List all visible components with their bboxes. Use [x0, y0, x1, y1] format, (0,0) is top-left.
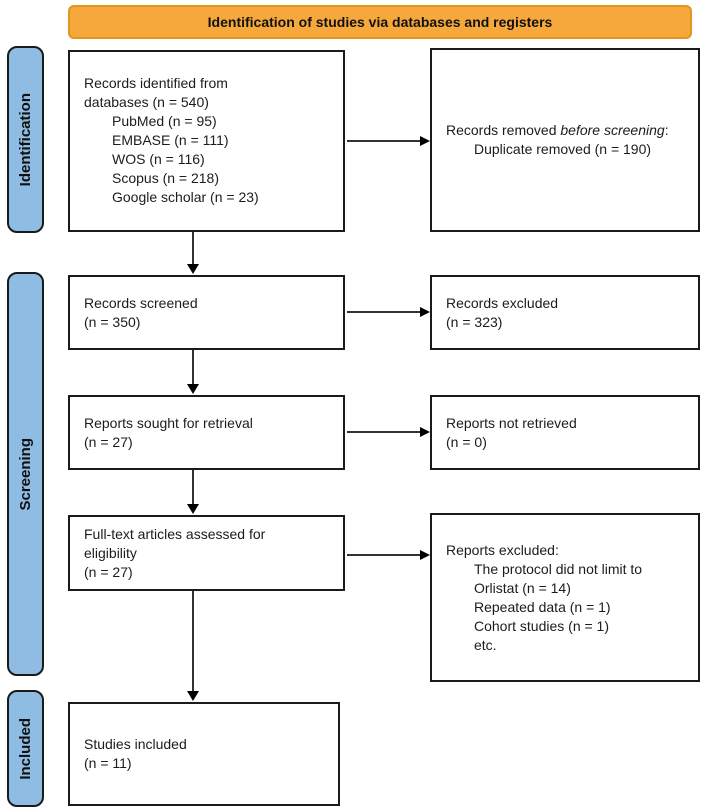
reports-not-retrieved-line2: (n = 0)	[446, 433, 487, 450]
fulltext-assessed-line1: Full-text articles assessed for	[84, 525, 266, 542]
arrow-fulltext-to-excluded	[347, 550, 430, 560]
fulltext-assessed-line3: (n = 27)	[84, 563, 133, 580]
banner-title-text: Identification of studies via databases …	[207, 14, 553, 30]
reports-sought-line1: Reports sought for retrieval	[84, 414, 253, 431]
box-reports-not-retrieved: Reports not retrieved (n = 0)	[430, 395, 700, 470]
box-reports-excluded: Reports excluded: The protocol did not l…	[430, 513, 700, 682]
reports-not-retrieved-line1: Reports not retrieved	[446, 414, 577, 431]
arrow-sought-to-fulltext	[187, 470, 199, 514]
box-studies-included: Studies included (n = 11)	[68, 702, 340, 806]
studies-included-line2: (n = 11)	[84, 755, 132, 771]
records-identified-line2: databases (n = 540)	[84, 94, 209, 110]
records-identified-source-wos: WOS (n = 116)	[112, 151, 205, 167]
stage-label-included-text: Included	[17, 717, 34, 780]
reports-excluded-reason-cohort: Cohort studies (n = 1)	[474, 617, 610, 634]
reports-excluded-reason-repeated: Repeated data (n = 1)	[474, 598, 611, 615]
stage-label-identification: Identification	[7, 46, 44, 233]
records-excluded-line1: Records excluded	[446, 294, 559, 311]
box-fulltext-assessed: Full-text articles assessed for eligibil…	[68, 515, 345, 591]
records-identified-source-google: Google scholar (n = 23)	[112, 189, 259, 205]
fulltext-assessed-line2: eligibility	[84, 544, 137, 561]
stage-label-screening: Screening	[7, 272, 44, 676]
reports-excluded-reason-etc: etc.	[474, 636, 497, 653]
records-screened-line2: (n = 350)	[84, 313, 141, 330]
records-screened-line1: Records screened	[84, 294, 198, 311]
reports-excluded-heading: Reports excluded:	[446, 541, 559, 558]
records-removed-heading: Records removed before screening:	[446, 121, 688, 140]
box-records-identified: Records identified from databases (n = 5…	[68, 50, 345, 232]
records-removed-italic: before screening	[560, 122, 665, 138]
studies-included-line1: Studies included	[84, 736, 187, 752]
box-records-excluded: Records excluded (n = 323)	[430, 275, 700, 350]
reports-excluded-reason-protocol: The protocol did not limit to Orlistat (…	[474, 560, 643, 596]
box-records-screened: Records screened (n = 350)	[68, 275, 345, 350]
box-records-removed: Records removed before screening: Duplic…	[430, 48, 700, 232]
records-identified-source-embase: EMBASE (n = 111)	[112, 132, 229, 148]
stage-label-included: Included	[7, 690, 44, 807]
arrow-identified-to-removed	[347, 136, 430, 146]
records-identified-source-pubmed: PubMed (n = 95)	[112, 113, 217, 129]
box-reports-sought: Reports sought for retrieval (n = 27)	[68, 395, 345, 470]
arrow-screened-to-sought	[187, 350, 199, 394]
arrow-fulltext-to-included	[187, 591, 199, 701]
records-removed-duplicates: Duplicate removed (n = 190)	[474, 141, 652, 157]
records-removed-prefix: Records removed	[446, 122, 561, 138]
arrow-screened-to-excluded	[347, 307, 430, 317]
records-identified-line1: Records identified from	[84, 75, 228, 91]
records-identified-source-scopus: Scopus (n = 218)	[112, 170, 220, 186]
stage-label-identification-text: Identification	[17, 92, 34, 187]
arrow-sought-to-notretrieved	[347, 427, 430, 437]
reports-sought-line2: (n = 27)	[84, 433, 133, 450]
records-excluded-line2: (n = 323)	[446, 313, 503, 330]
records-removed-suffix: :	[664, 122, 669, 138]
arrow-identified-to-screened	[187, 232, 199, 274]
stage-label-screening-text: Screening	[17, 437, 34, 511]
banner-title: Identification of studies via databases …	[68, 5, 692, 39]
